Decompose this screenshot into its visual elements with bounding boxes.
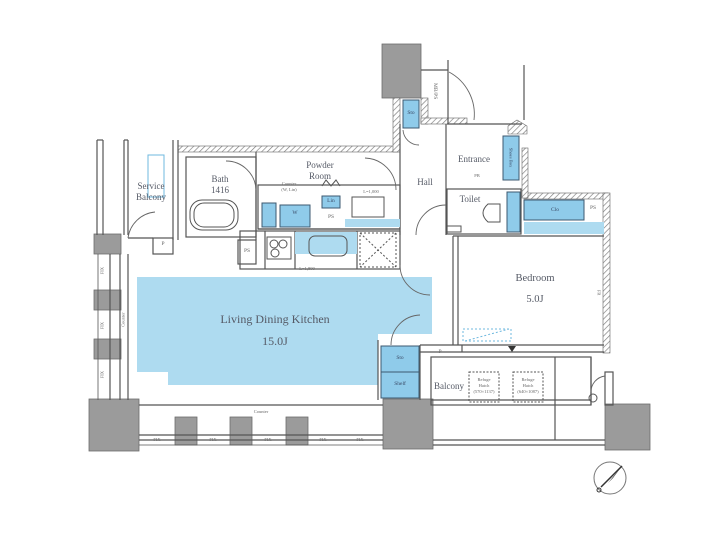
sto-ldk-label: Sto	[396, 355, 404, 361]
counter-bottom-label: Counter	[253, 409, 269, 414]
bedroom-label: Bedroom	[515, 273, 555, 284]
refuge-hatch-2-l1: Refuge	[521, 377, 535, 382]
bedroom-size: 5.0J	[526, 294, 544, 305]
shelf-label: Shelf	[394, 381, 406, 387]
counter-wash-label: Counter	[281, 181, 297, 186]
refuge-hatch-2-l3: (640×1087)	[517, 389, 539, 394]
fix-label-left: FIX	[99, 370, 105, 379]
storage-units	[261, 99, 585, 399]
clo-strip	[524, 222, 604, 234]
entrance-label: Entrance	[458, 154, 490, 164]
clo-label: Clo	[551, 207, 559, 213]
service-balcony-unit	[147, 154, 165, 198]
sill-marker	[508, 346, 516, 352]
refuge-hatch-1-l3: (570×1137)	[473, 389, 495, 394]
hatched-walls	[177, 97, 611, 354]
service-balcony-label-2: Balcony	[136, 192, 166, 202]
ps-kitchen-label: PS	[243, 248, 251, 254]
ldk-label: Living Dining Kitchen	[220, 312, 330, 326]
counter-wash-sub: (W, Lin)	[281, 187, 297, 192]
refuge-hatch-1-l2: Hatch	[478, 383, 490, 388]
ps-bedroom-label: PS	[589, 205, 597, 211]
sto-top-label: Sto	[407, 110, 415, 116]
walls	[96, 60, 614, 446]
fix-label: FIX	[153, 437, 161, 442]
counter-left-label: Counter	[120, 312, 126, 327]
fix-label: FIX	[319, 437, 327, 442]
refuge-hatch-1-l1: Refuge	[477, 377, 491, 382]
fr-bedroom-label: FR	[596, 289, 602, 296]
fix-label-left: FIX	[99, 266, 105, 275]
north-arrow-icon	[593, 461, 627, 495]
fix-label: FIX	[264, 437, 272, 442]
mb-ps-label: MB/PS	[432, 83, 439, 100]
ldk-size: 15.0J	[262, 334, 288, 348]
p-service-label: P	[161, 241, 165, 247]
structural-columns	[88, 43, 651, 452]
service-balcony-label-1: Service	[137, 181, 165, 191]
ldk-floor	[137, 277, 432, 385]
l-1000-label: L=1,000	[363, 189, 379, 194]
window-bands	[97, 254, 383, 446]
bath-label: Bath	[211, 174, 229, 184]
shoes-box-label: Shoes Box	[508, 147, 514, 168]
bath-size: 1416	[211, 185, 229, 195]
fix-label: FIX	[209, 437, 217, 442]
refuge-hatch-2-l2: Hatch	[522, 383, 534, 388]
powder-room-label-2: Room	[308, 171, 331, 181]
p-balcony-label: P	[438, 349, 442, 355]
pb-label: PB	[474, 173, 480, 178]
balcony-label: Balcony	[434, 381, 464, 391]
ps-powder-label: PS	[327, 214, 335, 220]
fixtures	[189, 179, 598, 403]
fix-label-left: FIX	[99, 321, 105, 330]
hall-label: Hall	[417, 177, 433, 187]
washroom-counter-strip	[345, 219, 400, 227]
kitchen-sink-counter	[295, 232, 357, 254]
l-1800-label: L=1,800	[299, 266, 315, 271]
toilet-label: Toilet	[459, 194, 481, 204]
door-swings	[127, 71, 606, 393]
fix-label: FIX	[356, 437, 364, 442]
w-label: W	[292, 210, 298, 216]
powder-room-label-1: Powder	[306, 160, 334, 170]
lin-label: Lin	[327, 198, 335, 204]
